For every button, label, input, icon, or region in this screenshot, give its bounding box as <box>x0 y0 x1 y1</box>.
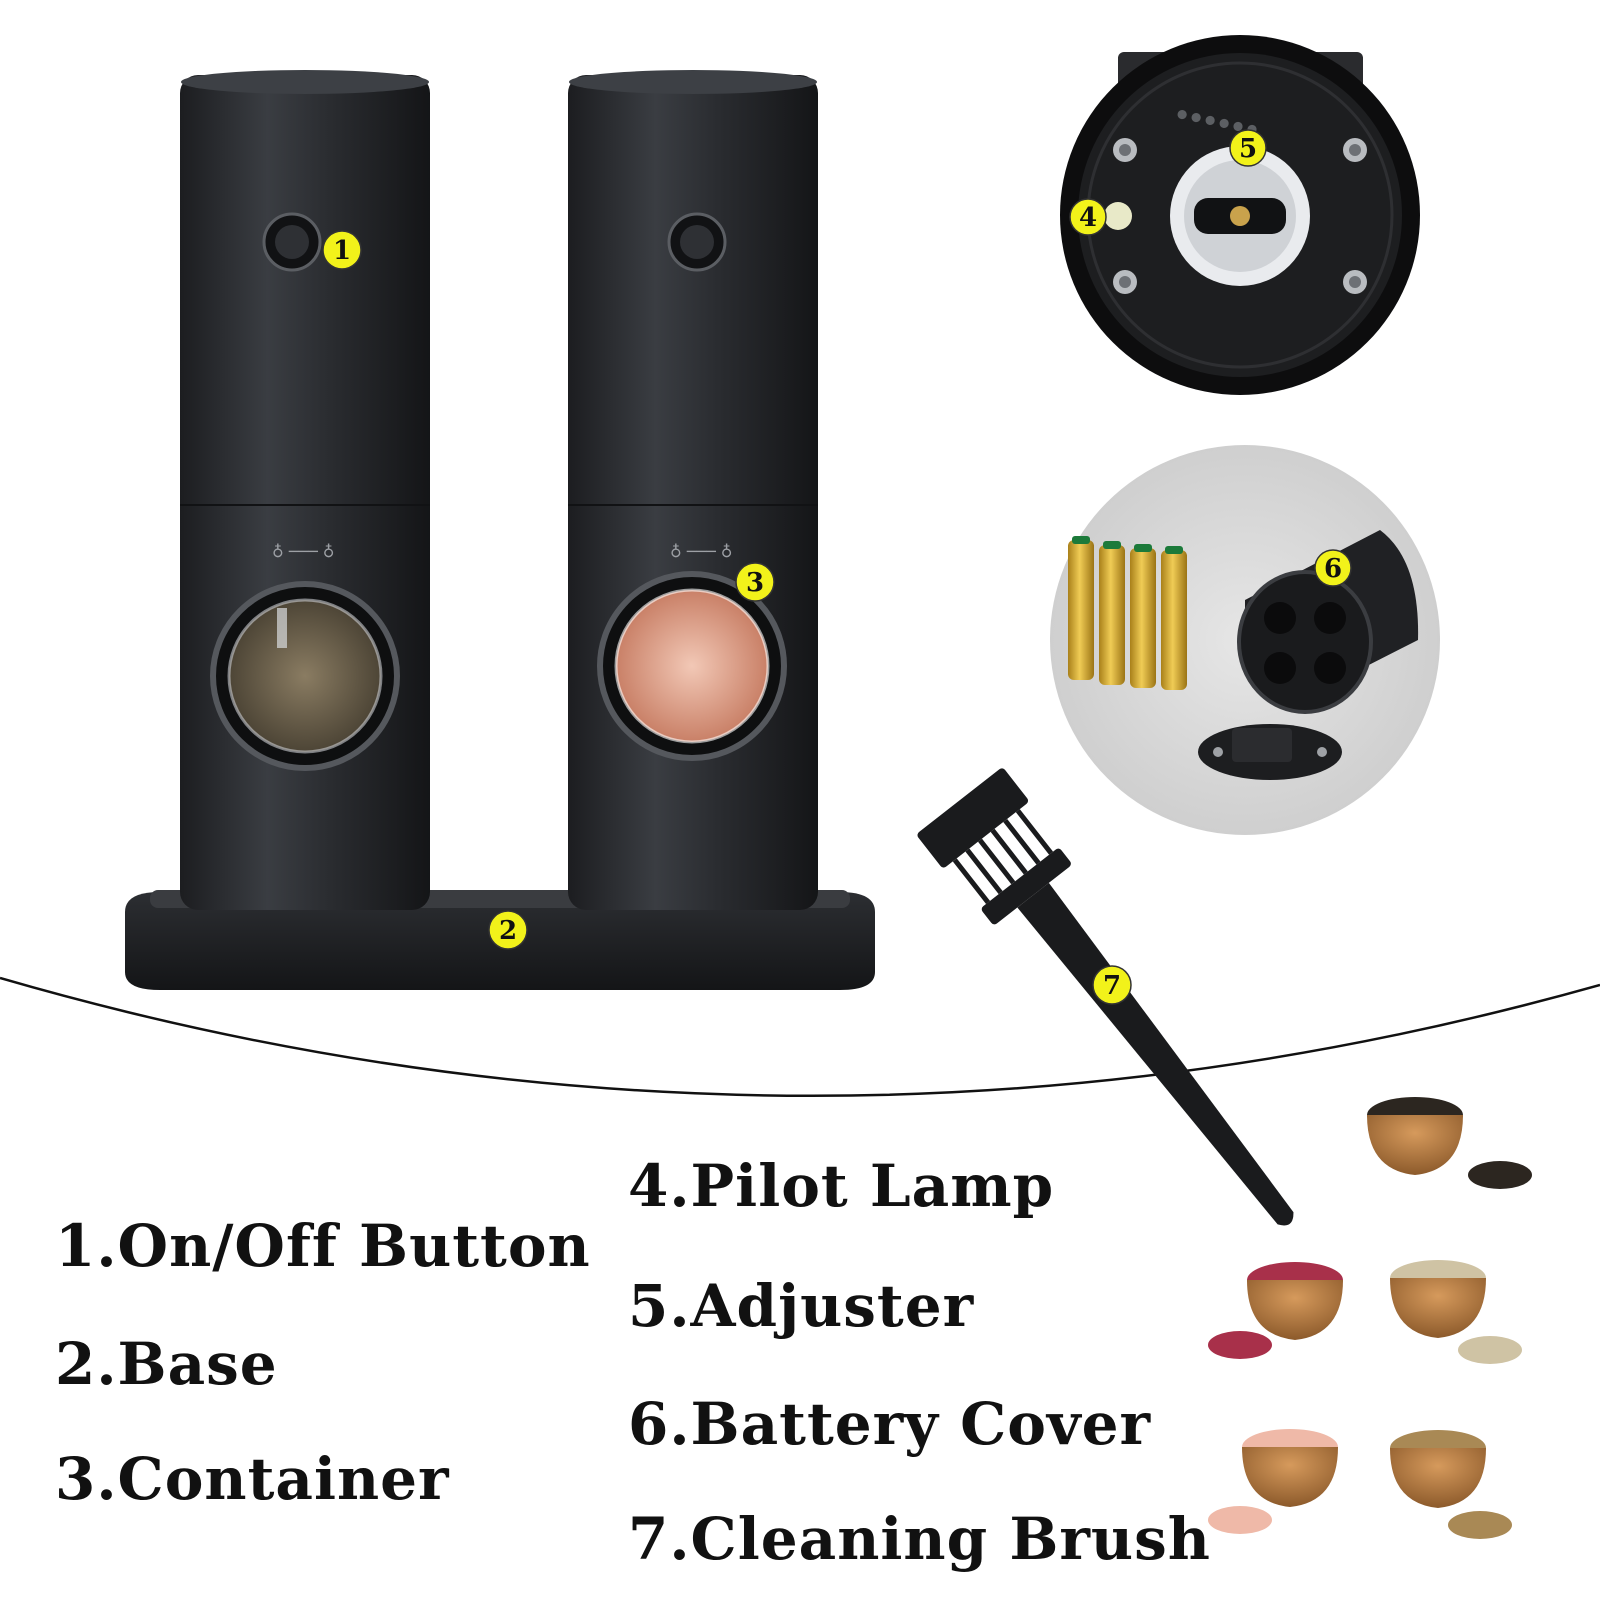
floor-arc <box>0 976 1600 1098</box>
svg-text:7: 7 <box>1103 971 1121 1001</box>
svg-text:♁ ─── ♁: ♁ ─── ♁ <box>272 542 335 561</box>
svg-text:2: 2 <box>499 916 517 946</box>
left-grinder: ♁ ─── ♁ <box>180 70 430 910</box>
marker-6: 6 <box>1314 549 1352 587</box>
legend-item-cleaning-brush: 7.Cleaning Brush <box>628 1505 1211 1573</box>
spice-bowl-coriander <box>1390 1430 1512 1539</box>
legend-item-container: 3.Container <box>55 1445 450 1513</box>
svg-text:1: 1 <box>333 236 351 266</box>
marker-1: 1 <box>322 230 362 270</box>
batteries <box>1068 536 1187 690</box>
marker-5: 5 <box>1229 129 1267 167</box>
legend-item-pilot-lamp: 4.Pilot Lamp <box>628 1152 1055 1220</box>
legend-item-battery-cover: 6.Battery Cover <box>628 1390 1152 1458</box>
marker-4: 4 <box>1069 198 1107 236</box>
right-grinder: ♁ ─── ♁ <box>568 70 818 910</box>
svg-text:♁ ─── ♁: ♁ ─── ♁ <box>670 542 733 561</box>
battery-cover <box>1198 724 1342 780</box>
cleaning-brush <box>917 768 1294 1226</box>
spice-bowl-white-pepper <box>1390 1260 1522 1364</box>
svg-text:4: 4 <box>1079 203 1097 233</box>
marker-2: 2 <box>488 910 528 950</box>
legend-item-on-off-button: 1.On/Off Button <box>55 1212 591 1280</box>
marker-7: 7 <box>1092 965 1132 1005</box>
spice-bowl-black-pepper <box>1367 1097 1532 1189</box>
svg-text:6: 6 <box>1324 554 1342 584</box>
svg-text:5: 5 <box>1239 134 1257 164</box>
adjuster-inset: ● ● ● ● ● ● <box>1060 35 1420 395</box>
pilot-lamp <box>1104 202 1132 230</box>
battery-compartment <box>1237 530 1419 714</box>
spice-bowl-pink-salt <box>1208 1429 1338 1534</box>
battery-inset <box>1050 445 1440 835</box>
legend-item-base: 2.Base <box>55 1330 278 1398</box>
legend-item-adjuster: 5.Adjuster <box>628 1272 975 1340</box>
marker-3: 3 <box>735 562 775 602</box>
spice-bowl-pink-pepper <box>1208 1262 1343 1359</box>
svg-text:3: 3 <box>746 568 764 598</box>
